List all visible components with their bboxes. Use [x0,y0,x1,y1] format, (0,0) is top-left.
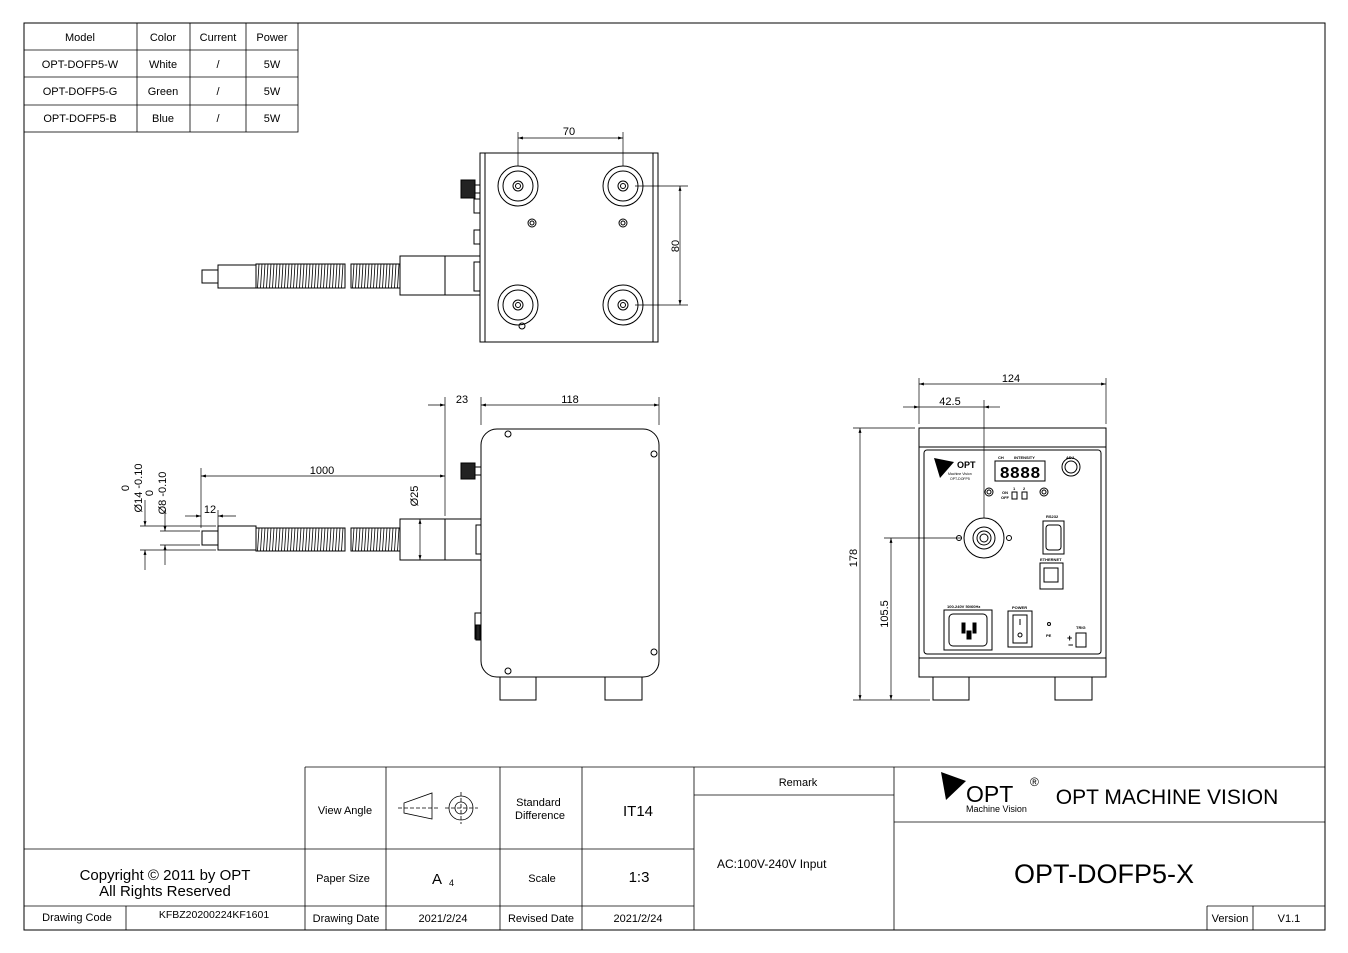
front-label-adj: ADJ [1066,455,1074,460]
model-table-cell: 5W [264,113,281,125]
dim-inner-tol: 0 [144,490,156,496]
dim-body-length: 118 [561,394,579,406]
model-table-cell: 5W [264,59,281,71]
svg-text:Machine Vision: Machine Vision [948,472,972,476]
front-label-rs232: RS232 [1046,514,1059,519]
dim-outer-tol: 0 [120,485,132,491]
model-table-cell: Blue [152,113,174,125]
paper-size-value: A [432,871,442,888]
model-table-cell: / [216,86,220,98]
model-table-cell: White [149,59,177,71]
model-table-cell: OPT-DOFP5-G [43,86,118,98]
dim-front-offset: 42.5 [939,396,960,408]
dimension-lines [140,397,660,570]
model-table-cell: OPT-DOFP5-B [43,113,116,125]
copyright-line2: All Rights Reserved [99,883,231,900]
svg-text:®: ® [1030,775,1039,789]
front-label-ch: CH [998,455,1004,460]
standard-difference-label: Standard Difference [515,797,565,822]
top-view [201,152,659,343]
dim-fiber-offset: 23 [456,394,468,406]
dimension-lines [853,378,1107,701]
front-switch-1: 1 [1013,486,1016,491]
svg-text:OPT: OPT [966,781,1013,807]
front-switch-on: ON [1002,490,1008,495]
trig-minus: − [1068,640,1073,650]
model-table-header: Color [150,32,177,44]
standard-difference-value: IT14 [623,803,653,820]
dimension-lines [517,132,688,306]
model-table-header: Model [65,32,95,44]
front-label-ethernet: ETHERNET [1040,557,1062,562]
svg-text:Machine Vision: Machine Vision [966,804,1027,814]
front-logo: OPT Machine Vision OPT-DOFP5 [934,458,976,481]
remark-value: AC:100V-240V Input [717,857,827,871]
dim-front-width: 124 [1002,373,1020,385]
model-table-cell: OPT-DOFP5-W [42,59,119,71]
front-view [918,427,1107,701]
remark-label: Remark [779,777,818,789]
version-value: V1.1 [1278,913,1301,925]
front-label-trig: TRIG [1076,625,1086,630]
dim-inner-diameter: Ø8 -0.10 [157,472,169,515]
top-foot [497,165,539,207]
paper-size-label: Paper Size [316,873,370,885]
standard-difference-line1: Standard [516,797,561,809]
front-switch-2: 2 [1023,486,1026,491]
dim-top-height: 80 [670,240,682,252]
view-angle-label: View Angle [318,805,372,817]
projection-symbol-icon [398,792,478,824]
dim-fiber-length: 1000 [310,465,334,477]
model-table [23,22,299,133]
revised-date-label: Revised Date [508,913,574,925]
model-table-cell: / [216,59,220,71]
model-table-cell: / [216,113,220,125]
front-label-pe: PE [1046,633,1052,638]
front-switch-off: OFF [1001,495,1010,500]
model-table-cell: Green [148,86,179,98]
front-display: 8888 [1000,465,1041,484]
dim-outer-diameter: Ø14 -0.10 [133,464,145,513]
model-table-header: Current [200,32,237,44]
top-fiber-coil [255,263,401,289]
drawing-date-label: Drawing Date [313,913,380,925]
version-label: Version [1212,913,1249,925]
dim-front-height: 178 [848,549,860,567]
revised-date-value: 2021/2/24 [614,913,663,925]
top-foot [497,284,539,326]
dim-nut-diameter: Ø25 [409,486,421,507]
scale-label: Scale [528,873,556,885]
trig-plus: + [1067,633,1072,643]
title-block [24,766,1325,930]
drawing-date-value: 2021/2/24 [419,913,468,925]
scale-value: 1:3 [629,869,650,886]
dim-front-center-height: 105.5 [879,600,891,628]
paper-size-sub: 4 [449,878,454,888]
company-name: OPT MACHINE VISION [1056,786,1278,809]
front-label-ac: 100-240V 50/60Hz [947,604,980,609]
dim-ferrule-length: 12 [204,504,216,516]
drawing-code-label: Drawing Code [42,912,112,924]
copyright-line1: Copyright © 2011 by OPT [80,867,251,884]
model-table-cell: 5W [264,86,281,98]
dim-top-width: 70 [563,126,575,138]
side-fiber-coil [255,527,401,552]
front-label-power: POWER [1012,605,1027,610]
svg-text:OPT-DOFP5: OPT-DOFP5 [950,477,970,481]
front-label-intensity: INTENSITY [1014,455,1035,460]
company-logo: OPT ® Machine Vision [941,772,1039,814]
model-table-header: Power [256,32,288,44]
standard-difference-line2: Difference [515,810,565,822]
sheet-border [23,22,1326,931]
side-view [201,428,660,701]
drawing-code-value: KFBZ20200224KF1601 [159,909,269,921]
svg-text:OPT: OPT [957,460,976,470]
product-code: OPT-DOFP5-X [1014,859,1194,889]
